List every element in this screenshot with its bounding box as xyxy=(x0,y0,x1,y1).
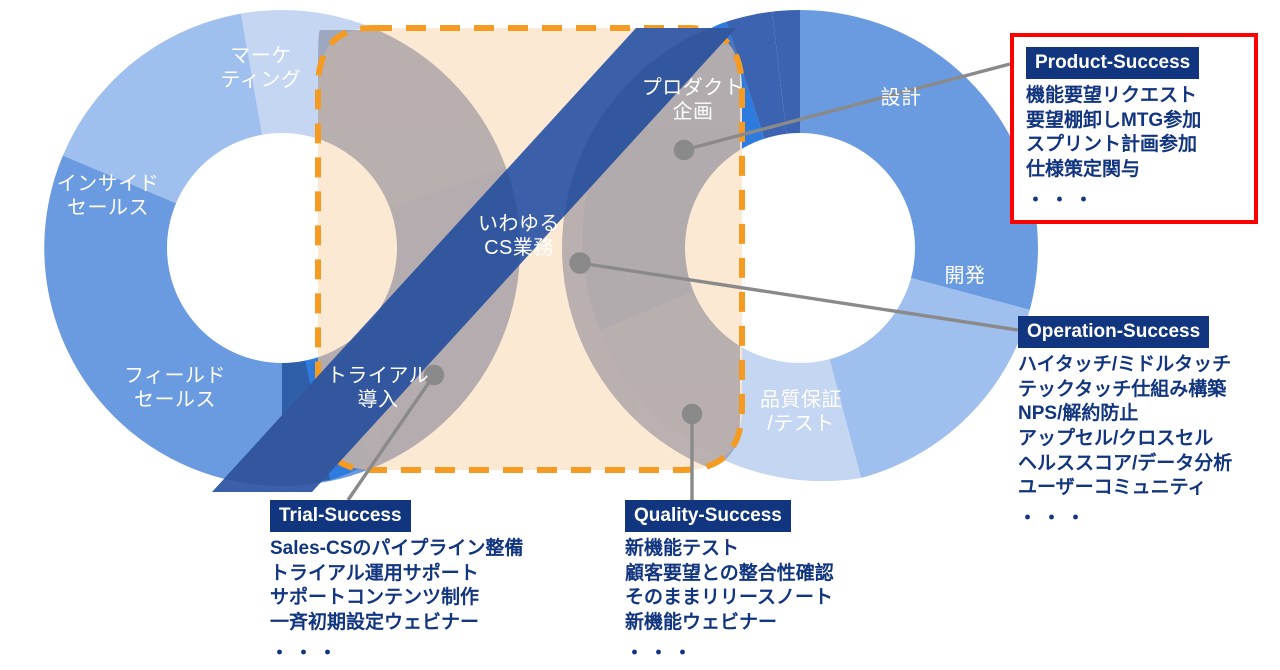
ring-segment-field-sales xyxy=(44,155,283,487)
ring-segment-inside-sales xyxy=(62,12,283,248)
connector-dot-trial xyxy=(423,364,445,386)
connector-dot-quality xyxy=(681,403,703,425)
connector-dot-operation xyxy=(569,252,591,274)
callout-trial-success-header: Trial-Success xyxy=(270,500,411,532)
ring-segment-design xyxy=(800,9,1039,310)
callout-trial-success-items: Sales-CSのパイプライン整備 トライアル運用サポート サポートコンテンツ制… xyxy=(270,537,523,636)
callout-product-success-header: Product-Success xyxy=(1026,47,1200,79)
callout-item: ハイタッチ/ミドルタッチ xyxy=(1018,354,1232,375)
callout-item: 新機能ウェビナー xyxy=(625,612,778,634)
callout-item: トライアル運用サポート xyxy=(270,562,479,584)
callout-item: アップセル/クロスセル xyxy=(1018,428,1214,450)
connector-lines xyxy=(346,62,1019,502)
callout-item: 機能要望リクエスト xyxy=(1026,85,1198,106)
callout-item: テックタッチ仕組み構築 xyxy=(1018,378,1227,400)
callout-product-success-ellipsis: ・・・ xyxy=(1026,189,1099,211)
callout-product-success-items: 機能要望リクエスト 要望棚卸しMTG参加 スプリント計画参加 仕様策定関与 xyxy=(1026,84,1244,183)
callout-item: そのままリリースノート xyxy=(625,587,834,609)
callout-quality-success[interactable]: Quality-Success 新機能テスト 顧客要望との整合性確認 そのままリ… xyxy=(625,500,834,665)
callout-item: NPS/解約防止 xyxy=(1018,403,1139,425)
callout-quality-success-header: Quality-Success xyxy=(625,500,791,532)
callout-item: スプリント計画参加 xyxy=(1026,134,1198,156)
ring-segment-pp-divider2 xyxy=(772,9,800,248)
callout-item: 新機能テスト xyxy=(625,538,740,559)
callout-operation-success-items: ハイタッチ/ミドルタッチ テックタッチ仕組み構築 NPS/解約防止 アップセル/… xyxy=(1018,353,1232,501)
cs-scope-dashed-border xyxy=(315,25,745,473)
cs-work-band-right-overlap xyxy=(212,28,736,492)
callout-item: ヘルススコア/データ分析 xyxy=(1018,452,1233,474)
callout-product-success[interactable]: Product-Success 機能要望リクエスト 要望棚卸しMTG参加 スプリ… xyxy=(1010,33,1258,224)
callout-item: 顧客要望との整合性確認 xyxy=(625,562,834,584)
connector-operation xyxy=(579,261,1019,332)
callout-trial-success[interactable]: Trial-Success Sales-CSのパイプライン整備 トライアル運用サ… xyxy=(270,500,523,665)
callout-quality-success-items: 新機能テスト 顧客要望との整合性確認 そのままリリースノート 新機能ウェビナー xyxy=(625,537,834,636)
callout-operation-success-header: Operation-Success xyxy=(1018,316,1210,348)
callout-quality-success-ellipsis: ・・・ xyxy=(625,642,698,664)
callout-operation-success[interactable]: Operation-Success ハイタッチ/ミドルタッチ テックタッチ仕組み… xyxy=(1018,316,1232,530)
callout-item: 一斉初期設定ウェビナー xyxy=(270,612,480,634)
callout-item: サポートコンテンツ制作 xyxy=(270,587,480,609)
callout-item: 要望棚卸しMTG参加 xyxy=(1026,109,1202,131)
connector-trial xyxy=(346,374,436,501)
callout-operation-success-ellipsis: ・・・ xyxy=(1018,508,1091,530)
callout-item: ユーザーコミュニティ xyxy=(1018,477,1207,499)
callout-item: 仕様策定関与 xyxy=(1026,159,1141,181)
callout-trial-success-ellipsis: ・・・ xyxy=(270,642,343,664)
connector-dot-product xyxy=(673,139,695,161)
callout-item: Sales-CSのパイプライン整備 xyxy=(270,538,524,559)
connector-product xyxy=(683,62,1011,152)
